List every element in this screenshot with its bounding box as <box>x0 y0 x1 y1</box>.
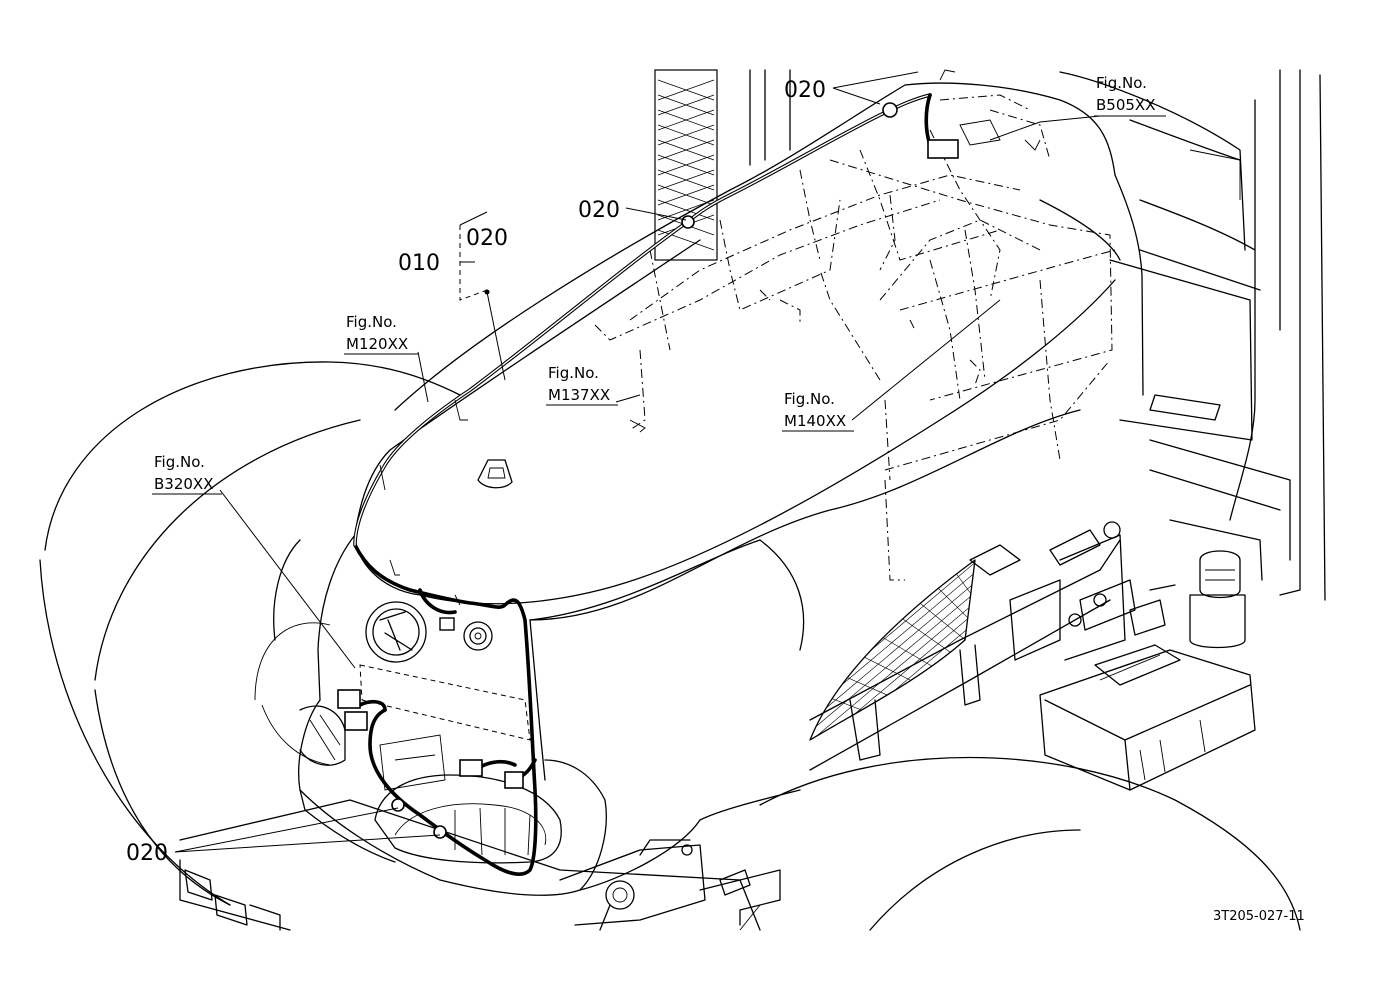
callout-020-bottom: 020 <box>126 841 168 866</box>
side-grill <box>809 559 976 741</box>
drawing-code: 3T205-027-11 <box>1213 909 1305 924</box>
figure-references: Fig.No. B505XX Fig.No. M120XX Fig.No. M1… <box>152 74 1166 495</box>
fig-ref-b320-label: Fig.No. <box>154 453 205 471</box>
hidden-frame <box>594 94 1116 581</box>
fig-ref-m137-code: M137XX <box>548 386 610 404</box>
fig-ref-m140-label: Fig.No. <box>784 390 835 408</box>
right-front-tire <box>739 756 1301 931</box>
callout-020-mid: 020 <box>578 198 620 223</box>
fig-ref-b505-label: Fig.No. <box>1096 74 1147 92</box>
fig-ref-m137-label: Fig.No. <box>548 364 599 382</box>
fig-ref-m120-label: Fig.No. <box>346 313 397 331</box>
callout-020-top: 020 <box>784 78 826 103</box>
fig-ref-b320-code: B320XX <box>154 475 213 493</box>
fig-ref-m140-code: M140XX <box>784 412 846 430</box>
front-frame <box>179 799 781 931</box>
callout-010: 010 <box>398 251 440 276</box>
fig-ref-m120-code: M120XX <box>346 335 408 353</box>
chassis-frame <box>809 521 1176 771</box>
cab-structure <box>654 69 1326 601</box>
hood <box>298 82 1144 896</box>
battery-box <box>1039 550 1256 791</box>
left-front-tire <box>39 361 461 906</box>
callout-020-group: 020 <box>466 226 508 251</box>
callout-labels: 020 020 020 010 020 <box>126 78 826 866</box>
fig-ref-b505-code: B505XX <box>1096 96 1155 114</box>
leader-lines <box>174 71 1101 853</box>
